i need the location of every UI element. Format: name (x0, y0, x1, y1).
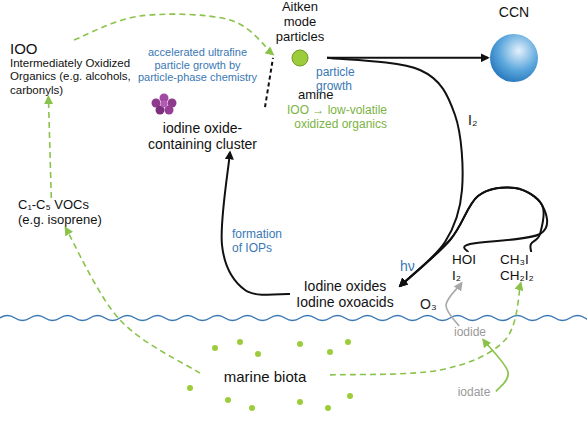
node-heading: Iodine oxides (290, 278, 400, 294)
edge-label: formation of IOPs (232, 228, 292, 256)
node-box: iodide (448, 326, 492, 340)
edge-label: particle growth (316, 66, 366, 94)
node-box: C₁-C₅ VOCs (e.g. isoprene) (18, 198, 113, 228)
node-box: iodine oxide-containing cluster (140, 96, 265, 152)
node-box: marine biota (200, 368, 330, 385)
process-arrow (400, 187, 544, 286)
biota-dots (187, 339, 353, 411)
node-box: iodate (452, 386, 496, 400)
process-arrow (400, 187, 547, 286)
cluster-icon (152, 94, 177, 115)
node-heading: C₁-C₅ VOCs (e.g. isoprene) (18, 198, 113, 228)
note-label: IOO → low-volatile oxidized organics (262, 104, 387, 132)
biota-dot (237, 339, 243, 345)
process-arrow (446, 283, 462, 326)
node-heading: iodate (452, 386, 496, 400)
node-heading: CCN (488, 4, 540, 20)
node-heading: iodine oxide-containing cluster (140, 120, 265, 152)
node-heading: marine biota (200, 368, 330, 385)
biota-dot (249, 405, 255, 411)
ccn-sphere (490, 34, 538, 82)
node-heading: Aitken mode particles (273, 0, 327, 45)
node-box: HOI I₂ (452, 252, 484, 283)
node-body: Iodine oxoacids (290, 294, 400, 310)
aitken-particle (292, 50, 308, 66)
process-arrow (327, 57, 488, 59)
node-box: Aitken mode particles (273, 0, 327, 68)
node-box: CCN (488, 4, 540, 88)
edge-label: O₃ (420, 296, 437, 312)
edge-label: hν (400, 258, 415, 274)
sea-surface (0, 316, 587, 321)
biota-dot (345, 339, 351, 345)
biota-dot (325, 405, 331, 411)
node-heading: HOI I₂ (452, 252, 484, 283)
node-heading: CH₃I CH₂I₂ (500, 252, 552, 283)
dashed-arrow (74, 14, 273, 54)
node-heading: iodide (448, 326, 492, 340)
process-arrow (483, 340, 508, 392)
node-box: IOOIntermediately Oxidized Organics (e.g… (10, 40, 138, 97)
biota-dot (347, 393, 353, 399)
edge-label: accelerated ultrafine particle growth by… (135, 46, 260, 84)
biota-dot (187, 385, 193, 391)
process-arrow (327, 58, 463, 286)
biota-dot (297, 399, 303, 405)
node-box: CH₃I CH₂I₂ (500, 252, 552, 283)
biota-dot (212, 345, 218, 351)
biota-dot (327, 349, 333, 355)
edge-label: I₂ (468, 112, 477, 128)
node-body: Intermediately Oxidized Organics (e.g. a… (10, 57, 138, 97)
dashed-arrow (66, 228, 201, 373)
dashed-arrow (265, 58, 273, 107)
biota-dot (225, 397, 231, 403)
dashed-arrow (48, 97, 51, 198)
biota-dot (297, 341, 303, 347)
process-arrow (222, 152, 290, 295)
dashed-arrow (330, 283, 521, 375)
cluster-atom (161, 101, 168, 108)
node-box: Iodine oxidesIodine oxoacids (290, 278, 400, 310)
node-heading: IOO (10, 40, 138, 57)
biota-dot (255, 351, 261, 357)
